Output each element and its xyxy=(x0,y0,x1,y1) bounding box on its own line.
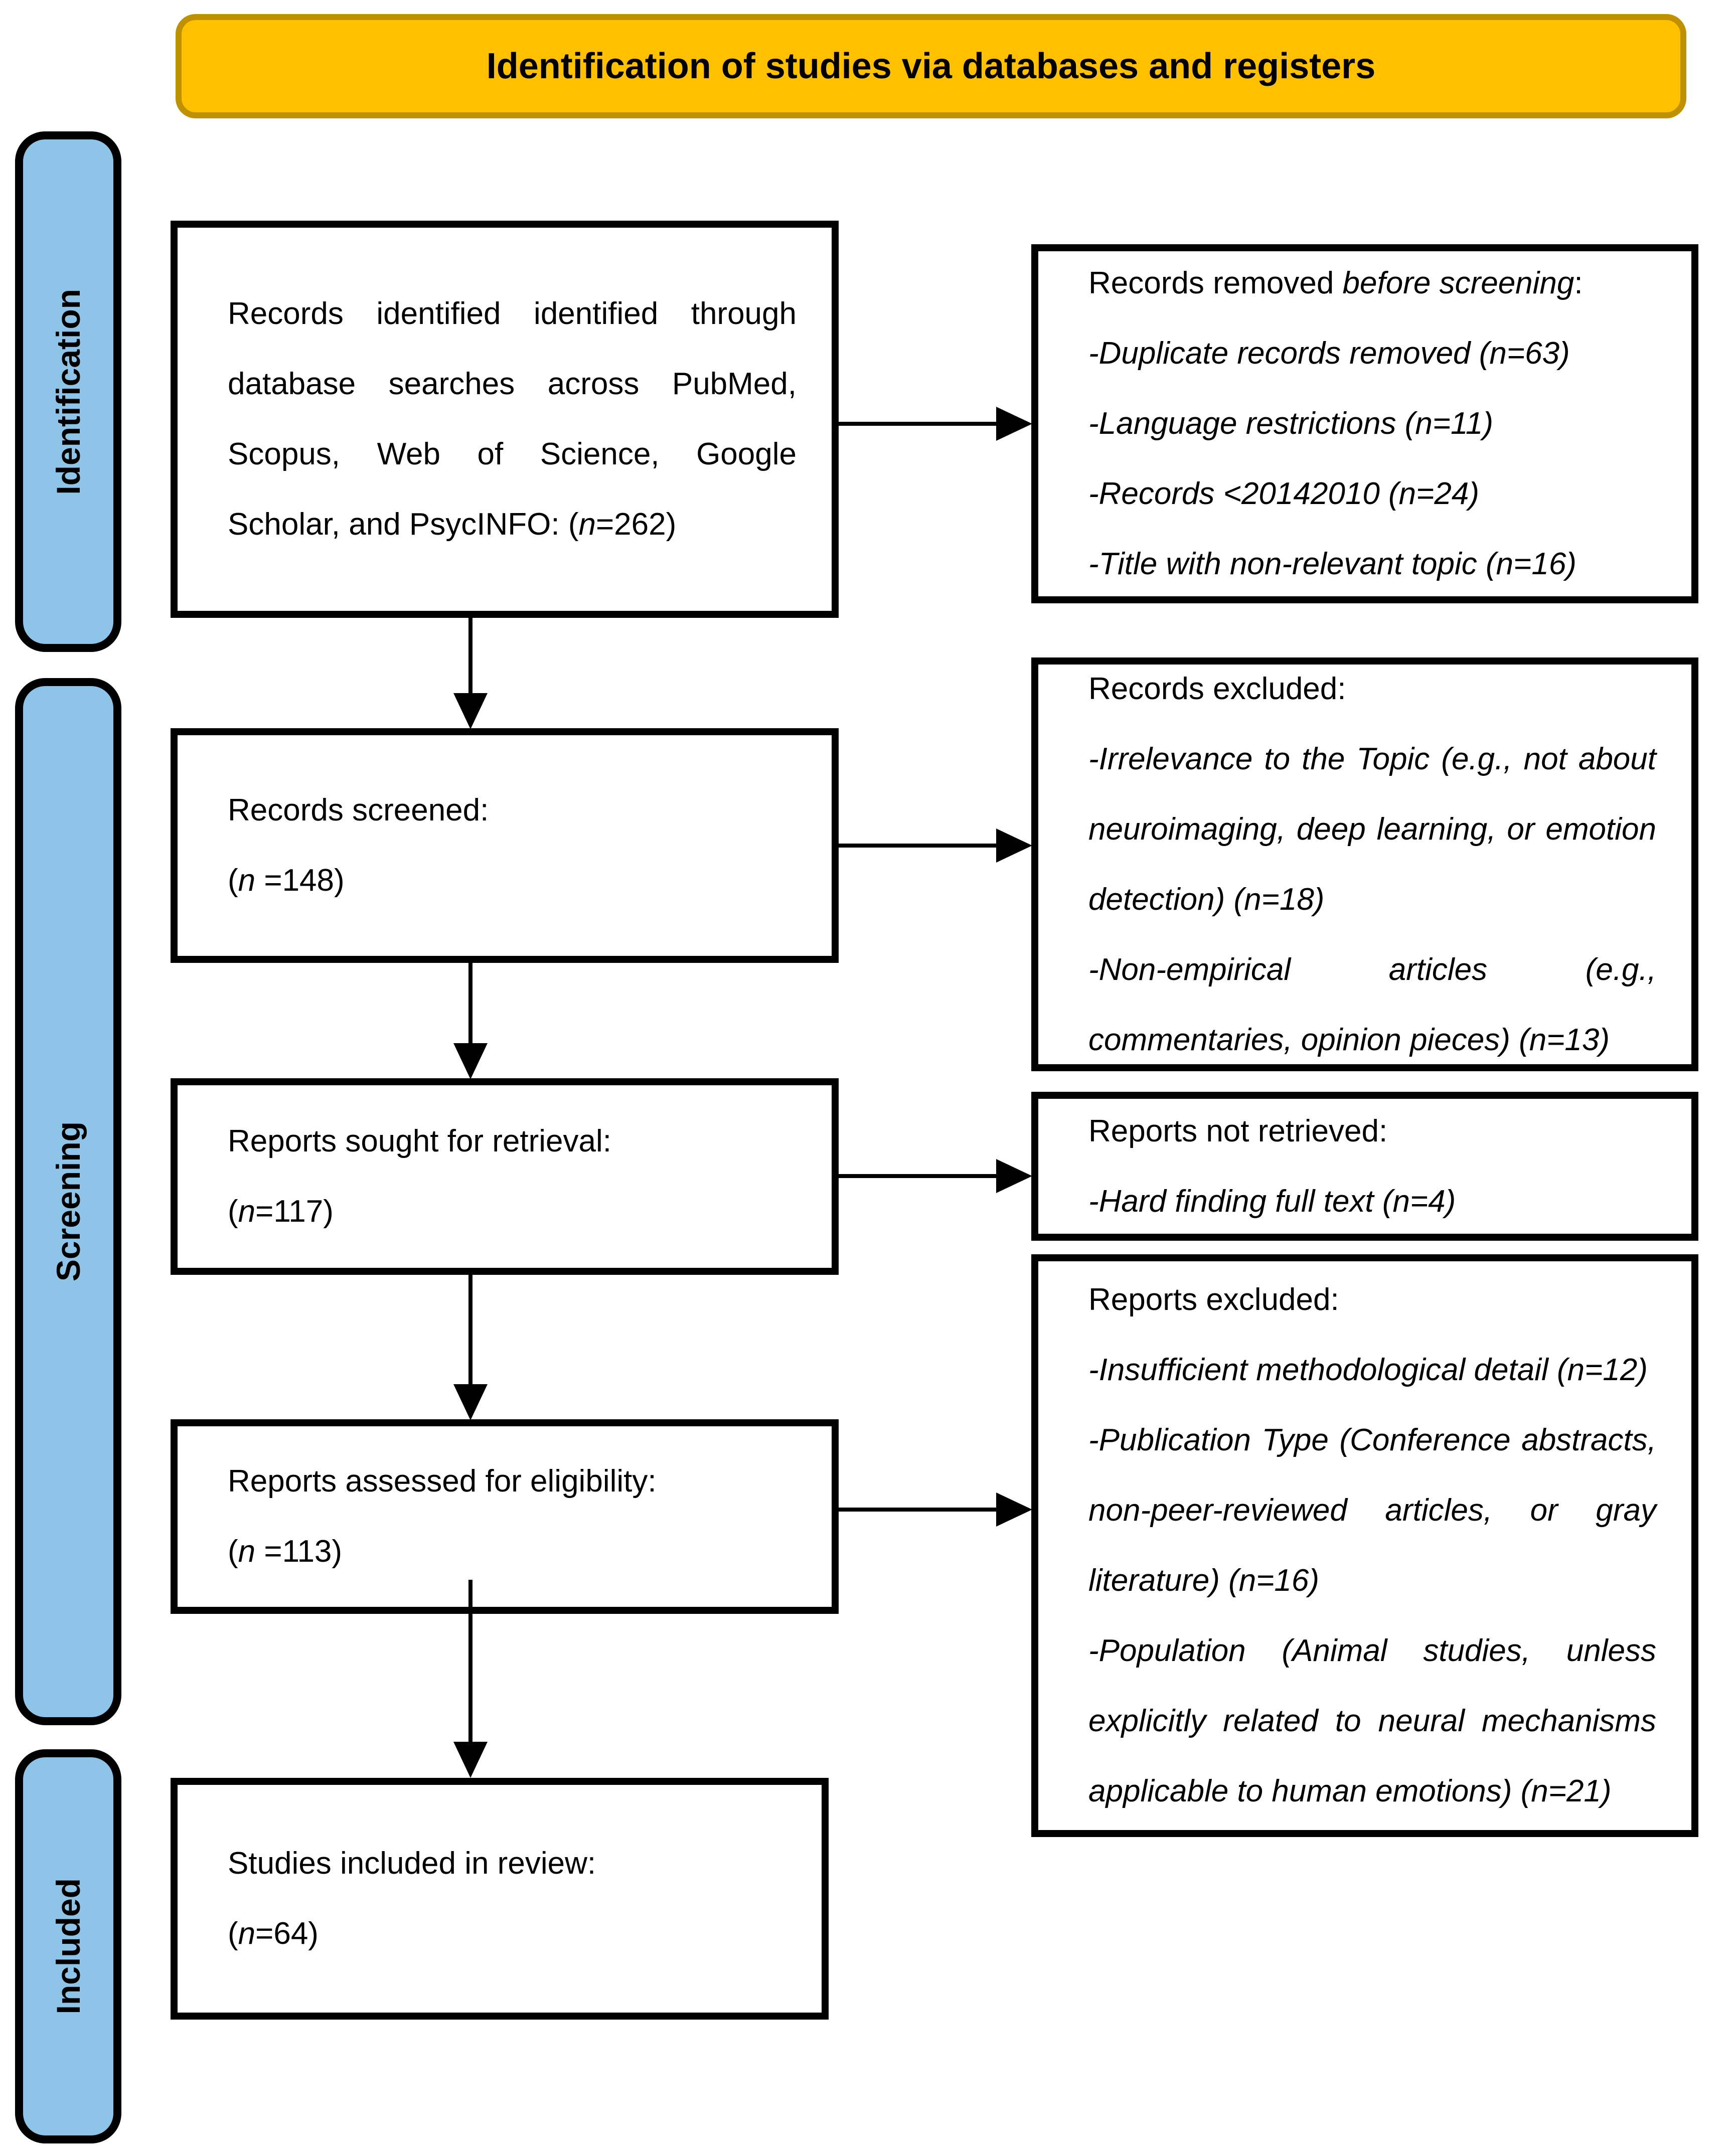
reports-not-retrieved-item: -Hard finding full text (n=4) xyxy=(1088,1184,1456,1219)
records-screened-title: Records screened: xyxy=(228,793,489,827)
records-excluded-title: Records excluded: xyxy=(1088,671,1346,706)
stage-identification-label: Identification xyxy=(50,288,87,495)
header-banner: Identification of studies via databases … xyxy=(176,14,1686,118)
records-removed-item: -Title with non-relevant topic (n=16) xyxy=(1088,547,1576,581)
stage-included-label: Included xyxy=(50,1878,87,2015)
reports-not-retrieved-title: Reports not retrieved: xyxy=(1088,1113,1388,1148)
box-reports-not-retrieved: Reports not retrieved: -Hard finding ful… xyxy=(1031,1092,1698,1241)
box-reports-assessed: Reports assessed for eligibility: (n =11… xyxy=(171,1419,839,1614)
box-reports-sought: Reports sought for retrieval: (n=117) xyxy=(171,1078,839,1275)
box-records-excluded: Records excluded: -Irrelevance to the To… xyxy=(1031,657,1698,1071)
studies-included-count: (n=64) xyxy=(228,1916,319,1951)
stage-screening-label: Screening xyxy=(50,1121,87,1282)
header-title: Identification of studies via databases … xyxy=(486,46,1376,86)
records-removed-item: -Duplicate records removed (n=63) xyxy=(1088,336,1570,371)
reports-excluded-item: -Population (Animal studies, unless expl… xyxy=(1088,1633,1656,1808)
records-screened-count: (n =148) xyxy=(228,863,345,898)
stage-included: Included xyxy=(15,1749,121,2143)
records-excluded-item: -Non-empirical articles (e.g., commentar… xyxy=(1088,952,1656,1057)
box-records-removed: Records removed before screening: -Dupli… xyxy=(1031,244,1698,603)
stage-identification: Identification xyxy=(15,131,121,652)
reports-assessed-title: Reports assessed for eligibility: xyxy=(228,1464,657,1499)
reports-sought-count: (n=117) xyxy=(228,1194,334,1229)
box-studies-included: Studies included in review: (n=64) xyxy=(171,1778,829,2020)
records-removed-item: -Records <20142010 (n=24) xyxy=(1088,476,1479,511)
records-removed-item: -Language restrictions (n=11) xyxy=(1088,406,1494,441)
box-records-identified: Records identified identified through da… xyxy=(171,221,839,618)
stage-screening: Screening xyxy=(15,678,121,1725)
records-identified-text: Records identified identified through da… xyxy=(228,296,797,542)
box-reports-excluded: Reports excluded: -Insufficient methodol… xyxy=(1031,1254,1698,1837)
records-excluded-item: -Irrelevance to the Topic (e.g., not abo… xyxy=(1088,741,1656,917)
reports-excluded-item: -Insufficient methodological detail (n=1… xyxy=(1088,1353,1648,1387)
records-removed-title: Records removed before screening: xyxy=(1088,266,1583,300)
studies-included-title: Studies included in review: xyxy=(228,1846,596,1881)
reports-excluded-item: -Publication Type (Conference abstracts,… xyxy=(1088,1423,1656,1598)
reports-assessed-count: (n =113) xyxy=(228,1534,343,1569)
box-records-screened: Records screened: (n =148) xyxy=(171,728,839,963)
reports-sought-title: Reports sought for retrieval: xyxy=(228,1124,612,1158)
reports-excluded-title: Reports excluded: xyxy=(1088,1282,1339,1317)
